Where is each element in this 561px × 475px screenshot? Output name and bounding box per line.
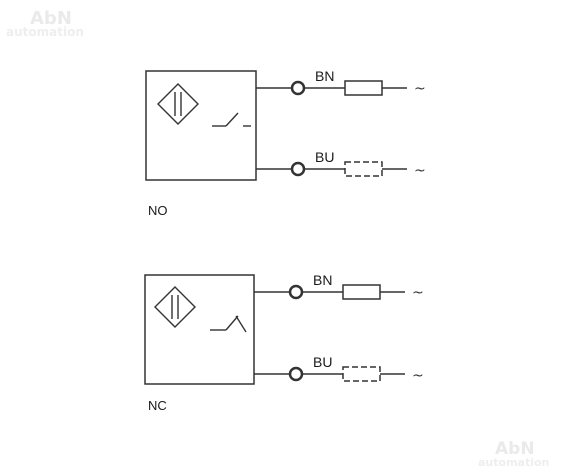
watermark-bottom-right: AbN automation — [478, 439, 549, 469]
supply-symbol: ~ — [414, 81, 426, 97]
sensor-housing — [144, 274, 255, 385]
terminal-bu — [288, 366, 304, 382]
terminal-bn — [290, 80, 306, 96]
circuit-nc — [144, 274, 405, 385]
supply-symbol: ~ — [412, 368, 424, 384]
wire-label-bu: BU — [313, 354, 332, 370]
load-dashed — [342, 366, 381, 382]
wire-label-bn: BN — [313, 272, 332, 288]
inductive-sensor-icon — [154, 286, 196, 328]
load-dashed — [344, 161, 383, 177]
contact-type-label: NC — [148, 398, 167, 413]
watermark-tagline: automation — [478, 456, 549, 469]
wire-label-bu: BU — [315, 149, 334, 165]
supply-symbol: ~ — [414, 163, 426, 179]
load-solid — [342, 284, 381, 300]
watermark-tagline: automation — [6, 25, 84, 39]
terminal-bn — [288, 284, 304, 300]
sensor-housing — [145, 70, 257, 181]
watermark-brand: AbN — [495, 439, 535, 459]
terminal-bu — [290, 161, 306, 177]
supply-symbol: ~ — [412, 285, 424, 301]
no-switch-icon — [212, 112, 251, 127]
inductive-sensor-icon — [157, 83, 199, 125]
watermark-top-left: AbN automation — [6, 8, 84, 39]
watermark-brand: AbN — [30, 8, 72, 29]
contact-type-label: NO — [148, 203, 168, 218]
circuit-no — [145, 70, 407, 181]
load-solid — [344, 80, 383, 96]
wire-label-bn: BN — [315, 68, 334, 84]
nc-switch-icon — [210, 315, 247, 333]
